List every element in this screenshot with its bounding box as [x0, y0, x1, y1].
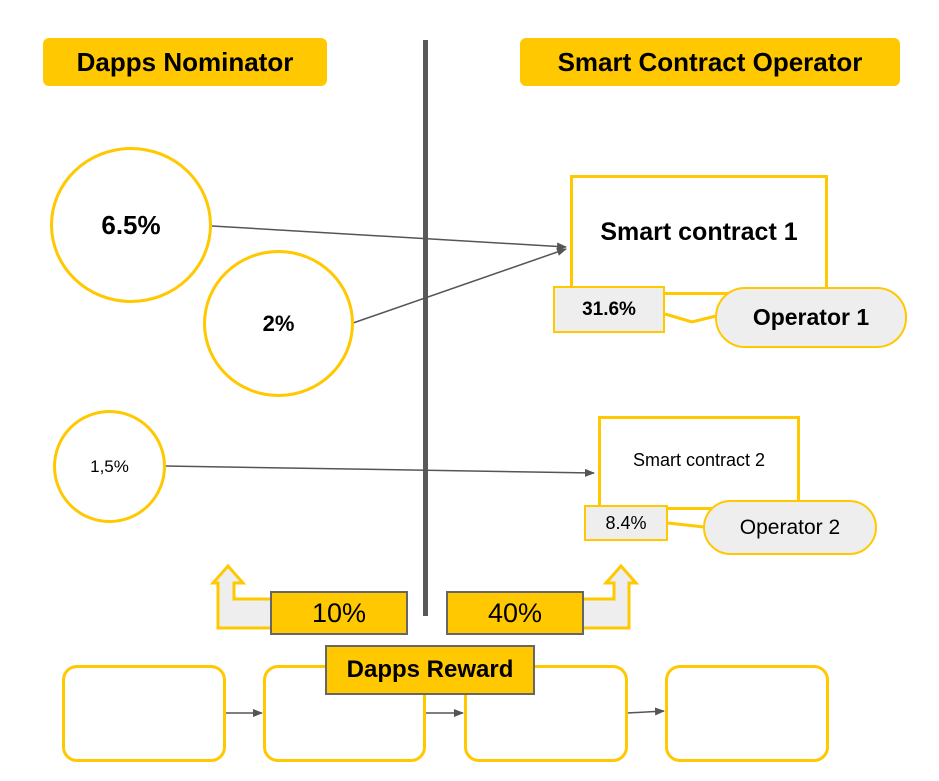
header-dapps-nominator: Dapps Nominator [43, 38, 327, 86]
share-badge-2: 8.4% [584, 505, 668, 541]
arrow-1-5-to-contract2 [164, 465, 595, 477]
operator-2: Operator 2 [703, 500, 877, 555]
nominator-circle-3: 1,5% [53, 410, 166, 523]
arrow-6-5-to-contract1 [211, 225, 567, 251]
nominator-share-box: 10% [270, 591, 408, 635]
link-share2-operator2 [667, 521, 705, 529]
up-arrow-left-icon [209, 563, 274, 630]
link-share1-operator1 [664, 312, 717, 324]
dapps-reward-box: Dapps Reward [325, 645, 535, 695]
operator-1: Operator 1 [715, 287, 907, 348]
nominator-circle-1: 6.5% [50, 147, 212, 303]
smart-contract-1: Smart contract 1 [570, 175, 828, 295]
up-arrow-right-icon [579, 563, 640, 630]
operator-share-box: 40% [446, 591, 584, 635]
nominator-circle-2: 2% [203, 250, 354, 397]
flow-arrow [626, 707, 665, 716]
header-smart-contract-operator: Smart Contract Operator [520, 38, 900, 86]
share-badge-1: 31.6% [553, 286, 665, 333]
divider-line [423, 40, 428, 616]
flow-box-4 [665, 665, 829, 762]
arrow-2-to-contract1 [352, 248, 567, 324]
smart-contract-2: Smart contract 2 [598, 416, 800, 510]
flow-box-1 [62, 665, 226, 762]
